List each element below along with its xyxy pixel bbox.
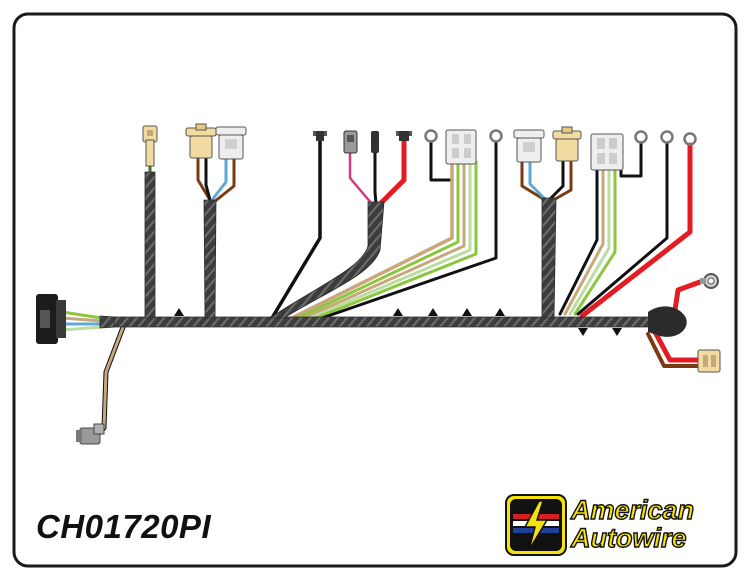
brand-name: American Autowire xyxy=(570,495,695,553)
bulb-socket-cream xyxy=(185,123,217,159)
two-pin-connector-grey xyxy=(343,130,358,154)
multi-pin-connector-1 xyxy=(445,129,477,165)
grommet xyxy=(648,306,687,337)
spade-terminal-black xyxy=(313,131,327,141)
ring-terminal-3 xyxy=(634,130,648,144)
brand-logo: American Autowire xyxy=(505,494,725,558)
temp-sensor xyxy=(76,423,105,445)
firewall-connector xyxy=(36,294,66,344)
wires xyxy=(60,137,703,439)
ring-terminal-battery xyxy=(700,273,719,289)
branch-2-loom xyxy=(203,199,217,319)
brand-line-2: Autowire xyxy=(570,523,687,553)
single-pin-connector xyxy=(142,125,158,167)
ring-terminal-4 xyxy=(660,130,674,144)
main-trunk-loom xyxy=(111,316,651,328)
bulb-socket-white-right xyxy=(513,129,545,163)
branch-1-loom xyxy=(144,171,156,319)
part-number: CH01720PI xyxy=(36,508,212,545)
lightning-badge-icon xyxy=(505,494,567,556)
ring-terminal-5 xyxy=(683,132,697,146)
loom-anchors xyxy=(174,308,622,336)
branch-4-loom xyxy=(541,197,557,319)
cream-two-pin-connector xyxy=(697,349,721,373)
bullet-connector-black xyxy=(371,131,379,153)
bulb-socket-white xyxy=(215,126,247,160)
ring-terminal-1 xyxy=(424,129,438,143)
multi-pin-connector-2 xyxy=(590,133,624,171)
bulb-socket-cream-right xyxy=(552,126,582,162)
trunk-taper-loom xyxy=(99,315,115,329)
brand-line-1: American xyxy=(570,495,695,525)
spade-terminal-red xyxy=(396,131,412,141)
branch-3-loom xyxy=(268,201,385,319)
harness-looms xyxy=(99,171,651,329)
ring-terminal-2 xyxy=(489,129,503,143)
